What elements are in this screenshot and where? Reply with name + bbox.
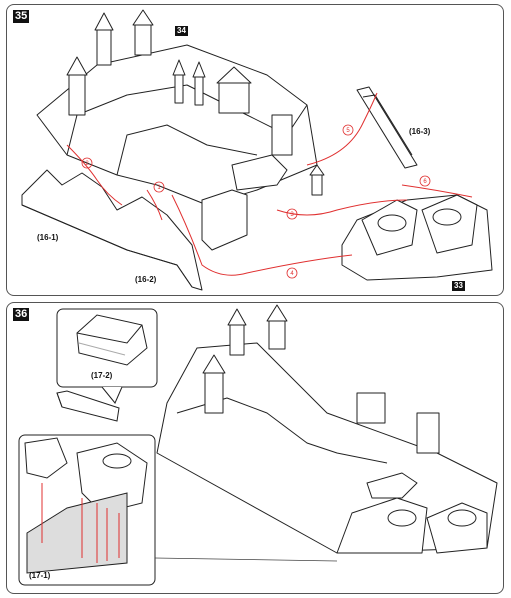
keep-tower: [218, 82, 250, 114]
step-36-panel: 36 (17-2) (17-1): [6, 302, 504, 594]
path-number-2: 2: [85, 161, 89, 167]
tower-top-left: [96, 29, 112, 66]
sub-step-33: 33: [452, 281, 465, 291]
glue-guide-lines: [66, 92, 473, 276]
step-number-36: 36: [13, 308, 30, 321]
part-16-3: [356, 86, 418, 169]
tower-top-right: [134, 24, 152, 56]
tower-left: [68, 74, 86, 116]
part-label-17-2: (17-2): [91, 371, 113, 380]
part-label-17-1: (17-1): [29, 571, 51, 580]
step-35-illustration: 2 1 3 4 5 6: [21, 9, 493, 291]
path-number-1: 1: [157, 185, 161, 191]
path-number-4: 4: [290, 271, 294, 277]
part-label-16-2: (16-2): [135, 275, 157, 284]
part-label-16-3: (16-3): [409, 127, 431, 136]
gate-block: [201, 189, 248, 251]
path-number-5: 5: [346, 128, 350, 134]
step-35-panel: 2 1 3 4 5 6 35 34 33 (16-1) (16-2) (16-3…: [6, 4, 504, 296]
step-number-35: 35: [13, 10, 30, 23]
step-36-illustration: [18, 304, 498, 586]
path-number-3: 3: [290, 212, 294, 218]
sub-step-34: 34: [175, 26, 188, 36]
part-label-16-1: (16-1): [37, 233, 59, 242]
path-number-circles: [81, 124, 431, 279]
inset-glue-lines: [41, 483, 120, 563]
path-number-6: 6: [423, 179, 427, 185]
